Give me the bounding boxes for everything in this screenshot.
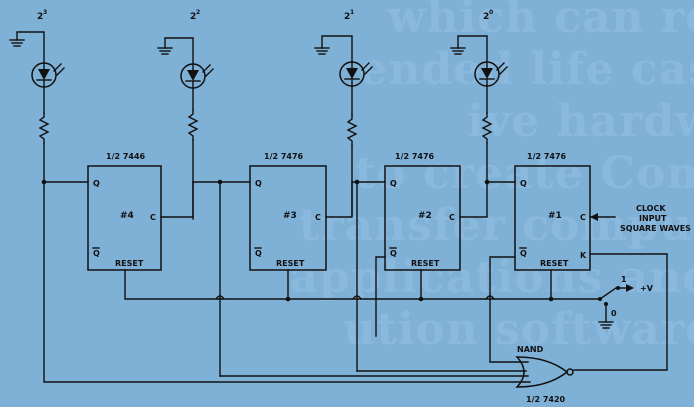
clock-pin-label: C <box>315 213 321 222</box>
switch-position-1: 1 <box>621 275 627 284</box>
bit0-indicator: 2 0 <box>450 9 508 183</box>
bit3-indicator: 2 3 <box>9 9 65 183</box>
resistor-icon <box>347 114 357 146</box>
ground-icon <box>157 47 173 55</box>
bit2-exponent: 2 <box>196 9 200 16</box>
q-pin-label: Q <box>93 179 100 188</box>
clock-pin-label: C <box>150 213 156 222</box>
resistor-icon <box>482 112 492 144</box>
q-pin-label: Q <box>520 179 527 188</box>
resistor-icon <box>188 109 198 141</box>
bit3-exponent: 3 <box>43 9 47 16</box>
reset-pin-label: RESET <box>540 259 569 268</box>
ground-icon <box>9 39 25 47</box>
supply-label: +V <box>640 284 654 293</box>
led-icon <box>339 61 373 87</box>
bit3-label: 2 <box>37 12 43 22</box>
qbar-pin-label: Q <box>520 249 527 258</box>
clock-input-label: CLOCK INPUT SQUARE WAVES <box>620 204 691 233</box>
k-pin-label: K <box>580 251 587 260</box>
bit0-exponent: 0 <box>489 9 493 16</box>
q-pin-label: Q <box>255 179 262 188</box>
clock-pin-label: C <box>449 213 455 222</box>
reset-pin-label: RESET <box>276 259 305 268</box>
chip-title: 1/2 7476 <box>264 152 304 161</box>
led-icon <box>180 63 214 89</box>
flip-flop-4: 1/2 7446 Q Q #4 C RESET <box>87 152 162 271</box>
chip-name: #4 <box>120 211 134 221</box>
led-icon <box>31 62 65 88</box>
bit2-label: 2 <box>190 12 196 22</box>
chip-title: 1/2 7476 <box>527 152 567 161</box>
chip-name: #2 <box>418 211 432 221</box>
chip-name: #3 <box>283 211 297 221</box>
clock-pin-label: C <box>580 213 586 222</box>
qbar-pin-label: Q <box>390 249 397 258</box>
switch-position-0: 0 <box>611 309 617 318</box>
reset-switch: 1 +V 0 <box>598 275 654 329</box>
clock-label-line2: INPUT <box>639 214 667 223</box>
q-pin-label: Q <box>390 179 397 188</box>
qbar-pin-label: Q <box>255 249 262 258</box>
reset-pin-label: RESET <box>115 259 144 268</box>
resistor-icon <box>39 112 49 144</box>
ground-icon <box>598 321 614 329</box>
nand-part-label: 1/2 7420 <box>526 395 566 404</box>
bit1-label: 2 <box>344 12 350 22</box>
interconnect-wiring <box>41 179 668 383</box>
chip-title: 1/2 7476 <box>395 152 435 161</box>
led-icon <box>474 61 508 87</box>
bit1-exponent: 1 <box>350 9 354 16</box>
clock-label-line1: CLOCK <box>636 204 666 213</box>
nand-gate-icon <box>515 356 569 388</box>
clock-label-line3: SQUARE WAVES <box>620 224 691 233</box>
flip-flop-2: 1/2 7476 Q Q #2 C RESET <box>384 152 461 271</box>
bit2-indicator: 2 2 <box>157 9 214 220</box>
reset-pin-label: RESET <box>411 259 440 268</box>
flip-flop-3: 1/2 7476 Q Q #3 C RESET <box>249 152 327 271</box>
chip-name: #1 <box>548 211 562 221</box>
nand-type-label: NAND <box>517 345 544 354</box>
bit1-indicator: 2 1 <box>314 9 373 216</box>
bit0-label: 2 <box>483 12 489 22</box>
qbar-pin-label: Q <box>93 249 100 258</box>
chip-title: 1/2 7446 <box>106 152 146 161</box>
ground-icon <box>314 47 330 55</box>
ground-icon <box>450 47 466 55</box>
nand-gate: NAND 1/2 7420 <box>515 345 574 404</box>
flip-flop-1: 1/2 7476 Q Q #1 C K RESET <box>514 152 591 271</box>
